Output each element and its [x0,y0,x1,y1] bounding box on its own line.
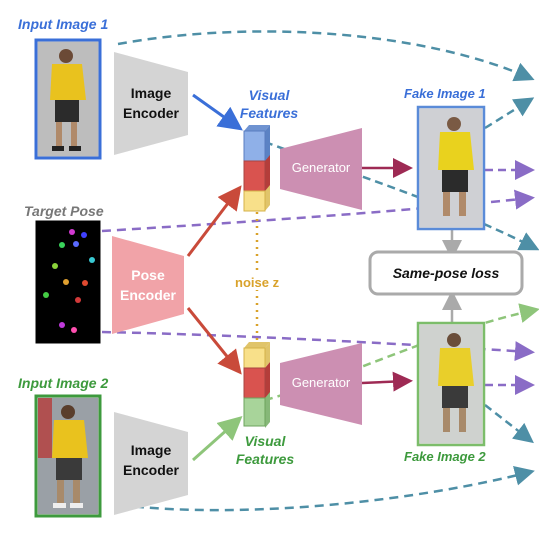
dash-teal-fake1-up [484,97,535,130]
feature-stack-top [243,125,270,212]
arrow-gen2-fake2 [361,371,413,392]
generator-top-label: Generator [291,160,351,175]
noise-z-label: noise z [233,275,282,290]
input-image-2-photo [34,394,102,518]
arrow-enc2-features [192,416,243,462]
pose-encoder-shape [112,236,184,334]
feature-stack-bottom [243,342,270,428]
target-pose-image [35,220,101,344]
image-encoder-top-shape [114,52,188,155]
same-pose-loss-label: Same-pose loss [392,265,500,281]
generator-bottom-shape [280,343,362,425]
generator-top-shape [280,128,362,210]
input-image-2-label: Input Image 2 [18,375,109,391]
dash-teal-top [117,30,535,82]
image-encoder-bottom-shape [114,412,188,515]
input-image-1-label: Input Image 1 [18,16,109,32]
input-image-1-photo [34,38,102,160]
dash-teal-bottom [119,466,535,512]
fake-image-2-photo [416,321,486,447]
target-pose-label: Target Pose [24,203,104,219]
arrow-pose-features-bottom [186,307,242,375]
arrow-enc1-features [192,93,243,131]
same-pose-loss-box [368,250,524,296]
fake-image-2-label: Fake Image 2 [404,449,486,464]
fake-image-1-photo [416,105,486,231]
arrow-pose-features-top [186,185,242,257]
fake-image-1-label: Fake Image 1 [404,86,486,101]
generator-bottom-label: Generator [291,375,351,390]
dash-teal-fake2-down [484,404,534,444]
